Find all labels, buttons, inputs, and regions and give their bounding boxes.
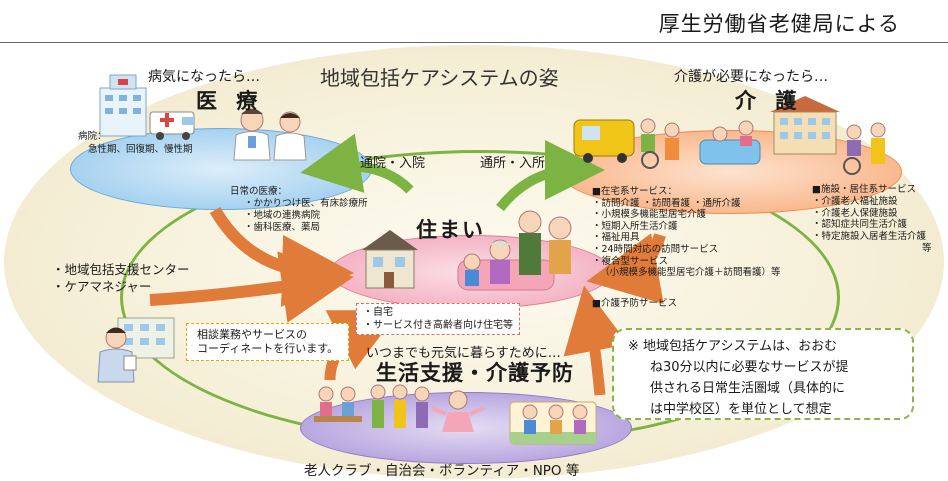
home-type-item: ・サービス付き高齢者向け住宅等	[363, 320, 513, 331]
hospital-types: 急性期、回復期、慢性期	[88, 144, 193, 155]
commute-facility-arrow	[496, 140, 605, 212]
home-service-item: ・福祉用具	[592, 232, 640, 244]
area-definition-note: ※ 地域包括ケアシステムは、おおむ ね30分以内に必要なサービスが提 供される日…	[612, 328, 914, 420]
support-center-list: ・地域包括支援センター ・ケアマネジャー	[52, 261, 190, 295]
coordinate-line: コーディネートを行います。	[197, 342, 339, 355]
care-trigger-label: 介護が必要になったら…	[674, 69, 828, 85]
doctor-icon	[233, 108, 271, 161]
facility-services-title: ■施設・居住系サービス	[812, 184, 916, 195]
commute-hospital-arrow	[300, 133, 414, 194]
header-divider	[0, 42, 948, 43]
wheelchair-icon	[640, 118, 680, 169]
facility-service-item: ・認知症共同生活介護	[812, 219, 908, 231]
note-line: 供される日常生活圏域（具体的に	[650, 381, 846, 396]
medical-trigger-label: 病気になったら…	[148, 69, 260, 85]
coordinate-line: 相談業務やサービスの	[197, 328, 307, 341]
care-heading: 介 護	[735, 89, 803, 113]
ambulance-icon	[149, 111, 195, 140]
home-service-item: ・短期入所生活介護	[592, 220, 678, 232]
daily-medical-info: 日常の医療： ・かかりつけ医、有床診療所 ・地域の連携病院 ・歯科医療、薬局	[230, 186, 368, 234]
home-services-title: ■在宅系サービス：	[592, 186, 677, 197]
prevention-subtitle: いつまでも元気に暮らすために…	[366, 346, 561, 361]
home-service-item: ・複合型サービス	[592, 255, 669, 267]
hospital-building-icon	[99, 74, 147, 137]
home-types-box: ・自宅 ・サービス付き高齢者向け住宅等	[356, 303, 520, 335]
family-icon	[457, 210, 572, 291]
commute-facility-label: 通所・入所	[480, 156, 546, 171]
hospital-info: 病院： 急性期、回復期、慢性期	[78, 130, 193, 156]
facility-services-list: ■施設・居住系サービス ・介護老人福祉施設 ・介護老人保健施設 ・認知症共同生活…	[812, 184, 932, 255]
facility-service-item: ・介護老人福祉施設	[812, 195, 898, 207]
note-line: は中学校区）を単位として想定	[650, 402, 832, 417]
support-center-item: ・地域包括支援センター	[52, 262, 190, 277]
daily-medical-item: ・地域の連携病院	[244, 210, 321, 221]
care-to-home-arrow	[586, 233, 666, 305]
facility-service-item: ・特定施設入居者生活介護	[812, 231, 927, 243]
care-manager-icon	[97, 327, 137, 383]
home-service-item: （小規模多機能型居宅介護＋訪問看護）等	[600, 267, 781, 279]
bathing-care-icon	[699, 120, 761, 165]
note-line: ※ 地域包括ケアシステムは、おおむ	[628, 339, 838, 354]
commute-hospital-label: 通院・入院	[360, 156, 426, 171]
home-services-list: ■在宅系サービス： ・訪問介護 ・訪問看護 ・通所介護 ・小規模多機能型居宅介護…	[592, 186, 781, 279]
care-facility-icon	[770, 96, 840, 155]
elderly-group-icon	[314, 384, 430, 428]
facility-services-suffix: 等	[922, 242, 932, 254]
home-service-item: ・小規模多機能型居宅介護	[592, 209, 707, 221]
source-attribution: 厚生労働省老健局による	[658, 12, 900, 36]
facility-service-item: ・介護老人保健施設	[812, 207, 898, 219]
prevention-service-label: ■介護予防サービス	[592, 298, 677, 309]
daily-medical-title: 日常の医療：	[230, 186, 288, 197]
daily-medical-item: ・歯科医療、薬局	[244, 222, 321, 233]
home-service-item: ・訪問介護 ・訪問看護 ・通所介護	[592, 197, 741, 209]
home-heading: 住まい	[416, 218, 485, 242]
note-line: ね30分以内に必要なサービスが提	[650, 360, 849, 375]
hospital-label: 病院：	[78, 131, 107, 142]
exercise-icon	[431, 390, 485, 432]
gardening-icon	[509, 401, 597, 445]
coordinate-callout: 相談業務やサービスの コーディネートを行います。	[186, 323, 350, 361]
support-center-item: ・ケアマネジャー	[52, 279, 152, 294]
nurse-icon	[273, 111, 307, 161]
prevention-heading: 生活支援・介護予防	[376, 361, 574, 385]
medical-heading: 医 療	[196, 89, 264, 113]
daily-medical-item: ・かかりつけ医、有床診療所	[244, 198, 368, 209]
wheelchair-resident-icon	[843, 122, 886, 175]
support-to-care-arrow	[563, 285, 629, 396]
home-type-item: ・自宅	[363, 307, 393, 318]
diagram-title: 地域包括ケアシステムの姿	[320, 66, 559, 90]
community-organizations-label: 老人クラブ・自治会・ボランティア・NPO 等	[304, 463, 580, 479]
home-service-item: ・24時間対応の訪問サービス	[592, 243, 719, 255]
center-to-home-arrow	[149, 251, 354, 323]
care-vehicle-icon	[573, 119, 635, 163]
house-icon	[362, 230, 418, 289]
